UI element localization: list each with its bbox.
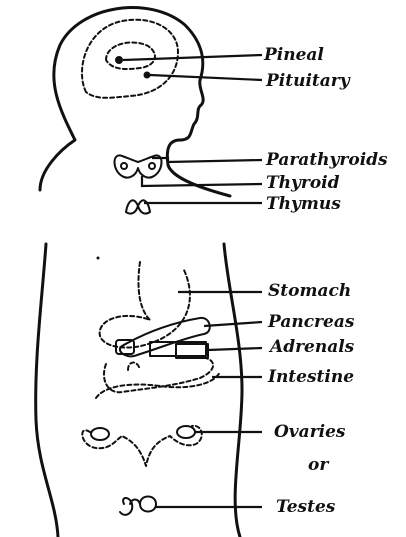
- label-or: or: [308, 455, 329, 475]
- pituitary-leader: [150, 75, 262, 80]
- intestine-outline: [96, 358, 220, 398]
- label-adrenals: Adrenals: [268, 337, 355, 357]
- thyroid-leader: [142, 176, 262, 186]
- label-intestine: Intestine: [267, 367, 354, 387]
- pituitary-gland-dot: [144, 72, 151, 79]
- label-pancreas: Pancreas: [267, 312, 355, 332]
- label-stomach: Stomach: [268, 281, 351, 301]
- pancreas-leader: [204, 322, 262, 326]
- adrenals-leader: [208, 348, 262, 350]
- parathyroids-leader: [152, 158, 262, 162]
- label-thyroid: Thyroid: [266, 173, 340, 193]
- ovaries-shape: [82, 426, 202, 466]
- pineal-leader: [123, 55, 262, 60]
- label-pituitary: Pituitary: [265, 71, 351, 91]
- label-parathyroids: Parathyroids: [265, 150, 388, 170]
- label-testes: Testes: [276, 497, 336, 517]
- label-thymus: Thymus: [266, 194, 341, 214]
- label-ovaries: Ovaries: [274, 422, 346, 442]
- testes-shape: [120, 497, 156, 515]
- pineal-gland-dot: [115, 56, 123, 64]
- stray-dot: [97, 257, 100, 260]
- label-pineal: Pineal: [263, 45, 324, 65]
- head-outline: [40, 8, 230, 196]
